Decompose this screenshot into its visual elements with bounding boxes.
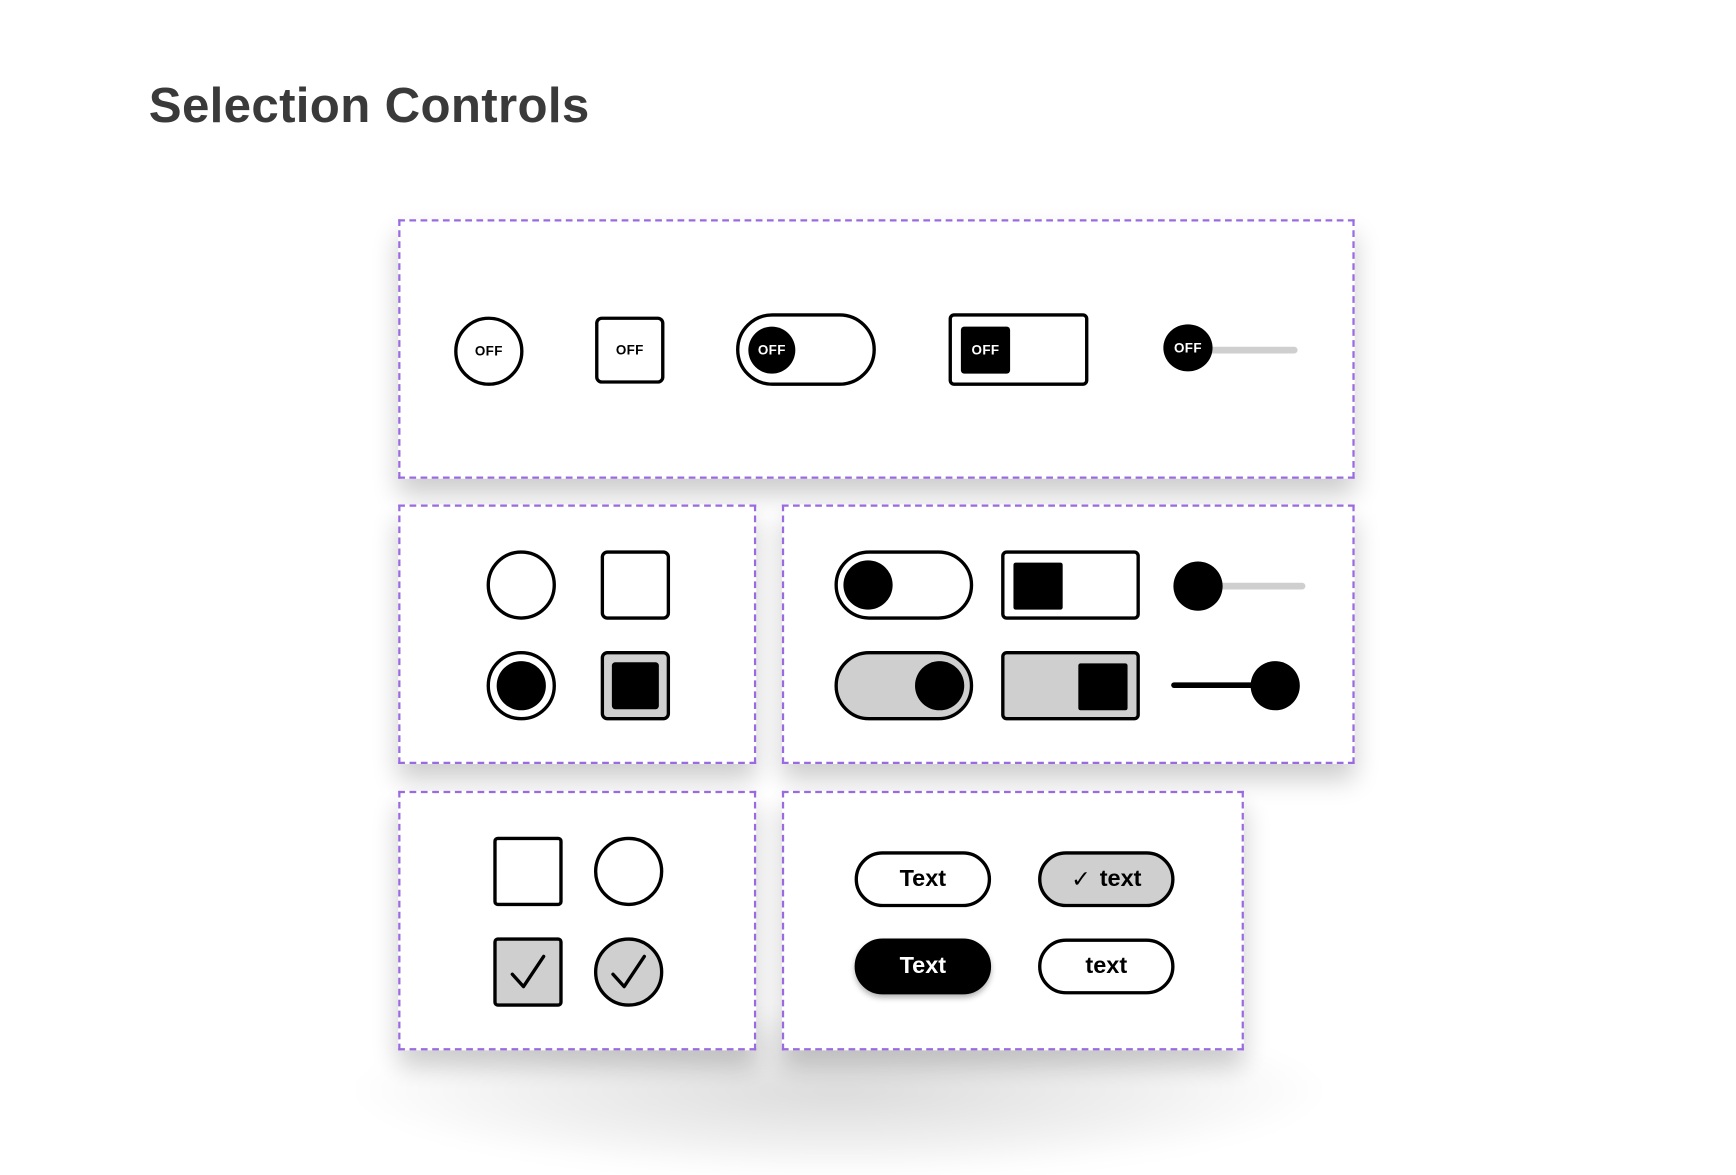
toggle-square-off[interactable]: OFF: [948, 313, 1089, 386]
switch-square-on[interactable]: [1001, 651, 1140, 721]
check-icon: [611, 954, 646, 989]
panel-chips: Text ✓ text Text text: [781, 790, 1244, 1051]
panel-switches: [781, 504, 1355, 765]
chip-unselected-plain[interactable]: text: [1038, 938, 1175, 995]
checkbox-off-label: OFF: [615, 342, 644, 358]
chip-3-label: Text: [899, 953, 947, 979]
checkbox-checked[interactable]: [600, 651, 671, 721]
checkbox-empty[interactable]: [493, 836, 563, 907]
panel-off-states: OFF OFF OFF OFF OFF: [398, 219, 1355, 479]
radio-unchecked[interactable]: [486, 550, 556, 620]
slider-off-track[interactable]: [1195, 582, 1306, 590]
toggle-pill-off[interactable]: OFF: [736, 313, 876, 386]
radio-checkmark[interactable]: [593, 937, 664, 1007]
switch-pill-off-knob: [843, 560, 893, 610]
checkbox-off[interactable]: OFF: [595, 316, 665, 384]
switch-square-off-knob: [1013, 562, 1063, 610]
chip-selected-filled[interactable]: Text: [854, 938, 992, 995]
slider-track[interactable]: [1183, 346, 1298, 354]
chip-4-label: text: [1085, 953, 1128, 979]
switch-square-off[interactable]: [1001, 550, 1140, 620]
chip-unselected-outline[interactable]: Text: [854, 851, 992, 908]
switch-pill-on-knob: [915, 661, 965, 711]
toggle-square-label: OFF: [971, 342, 1000, 358]
toggle-pill-knob: OFF: [748, 326, 796, 374]
slider-thumb[interactable]: OFF: [1163, 324, 1213, 372]
switch-pill-off[interactable]: [834, 550, 974, 620]
panel-radio-checkbox: [398, 504, 757, 765]
radio-off[interactable]: OFF: [454, 316, 524, 386]
radio-dot-icon: [496, 661, 546, 711]
toggle-square-knob: OFF: [960, 326, 1011, 374]
slider-off-thumb[interactable]: [1173, 561, 1223, 611]
switch-square-on-knob: [1078, 663, 1128, 711]
chip-2-label: text: [1099, 865, 1142, 892]
radio-off-label: OFF: [474, 343, 503, 360]
toggle-pill-label: OFF: [757, 342, 786, 358]
check-icon: [510, 954, 546, 989]
slider-label: OFF: [1174, 340, 1202, 356]
checkbox-fill-icon: [611, 662, 659, 710]
slider-on-track[interactable]: [1171, 682, 1284, 688]
slider-on-thumb[interactable]: [1250, 661, 1300, 711]
radio-empty[interactable]: [593, 836, 664, 907]
chip-selected-check[interactable]: ✓ text: [1038, 851, 1175, 908]
panel-check-marks: [398, 790, 757, 1051]
radio-checked[interactable]: [486, 651, 556, 721]
page-title: Selection Controls: [148, 78, 590, 134]
checkbox-checkmark[interactable]: [493, 937, 563, 1007]
checkbox-unchecked[interactable]: [600, 550, 671, 620]
chip-1-label: Text: [899, 865, 947, 892]
switch-pill-on[interactable]: [834, 651, 974, 721]
check-icon: ✓: [1071, 866, 1091, 893]
